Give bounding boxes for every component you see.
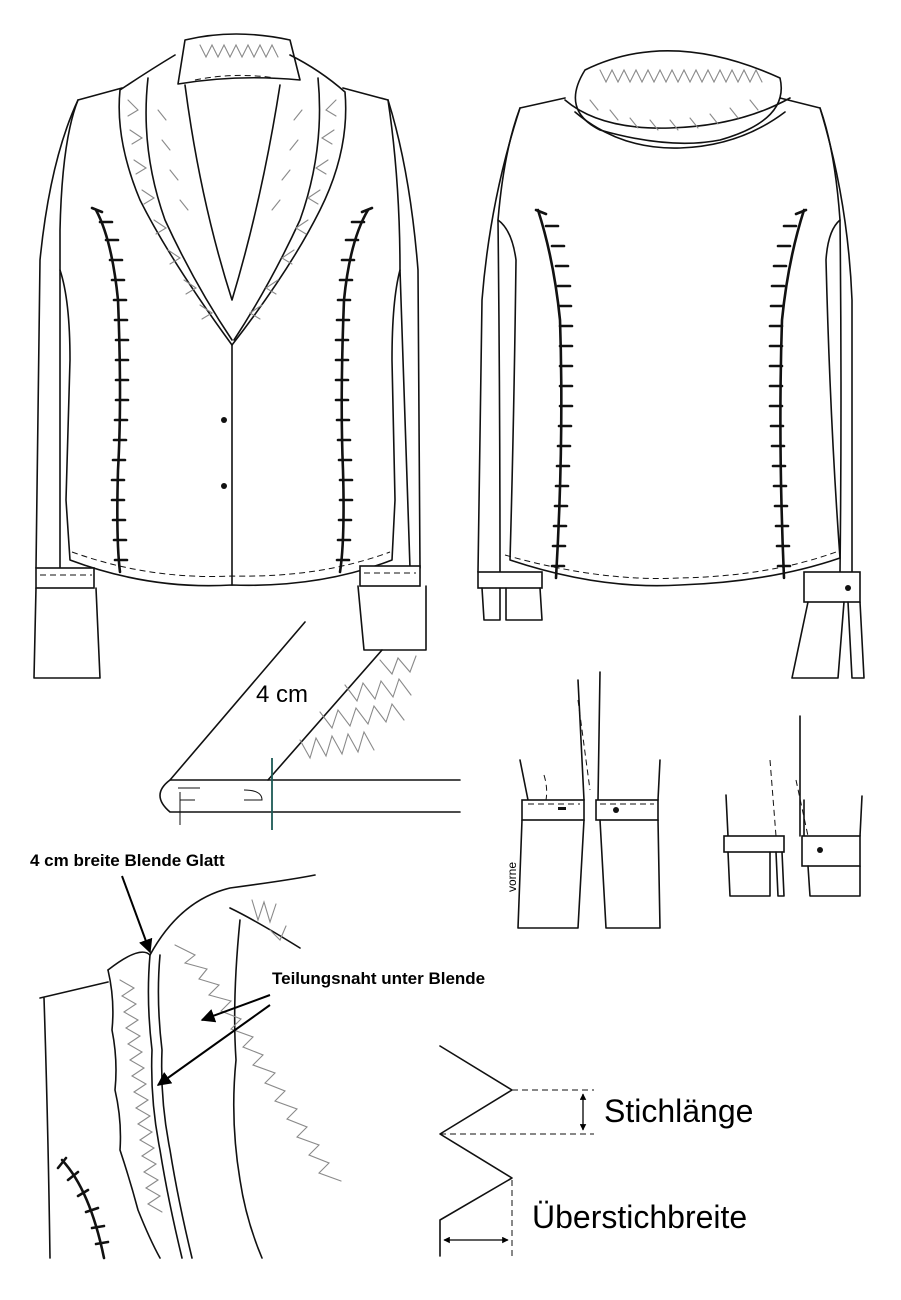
closeup-blende-strip-2 (157, 954, 193, 1259)
back-left-cuff-band (477, 571, 543, 589)
blende-fold (159, 779, 461, 813)
back-body-outline (497, 97, 841, 587)
cuff2-band-left (723, 835, 785, 853)
front-left-cuff-band (35, 567, 95, 589)
stitch-length-label: Stichlänge (604, 1093, 753, 1129)
closeup-collar-edge (107, 874, 316, 971)
right-lapel-ruffle (231, 54, 347, 346)
stitch-length-guides (440, 1089, 594, 1135)
front-right-cuff-flare (357, 585, 427, 651)
back-view-blouse (477, 50, 865, 679)
back-left-cuff-flare (481, 587, 543, 621)
seam-arrow-2 (156, 1004, 271, 1086)
button-2 (221, 483, 227, 489)
front-right-cuff-band (359, 565, 421, 587)
button-1 (221, 417, 227, 423)
closeup-body-edge (39, 981, 109, 1259)
cuff2-band-right (801, 835, 861, 867)
back-right-seam-stitch (779, 208, 806, 580)
blende-arrow (121, 875, 153, 954)
back-collar-ruffle (574, 50, 782, 145)
seam-label: Teilungsnaht unter Blende (272, 969, 485, 988)
closeup-ruffle-outer (107, 969, 161, 1259)
seam-arrow-1 (200, 994, 271, 1023)
front-left-seam-stitch (94, 208, 122, 574)
blende-strip-edges (169, 621, 383, 781)
closeup-ruffle-inner (232, 919, 263, 1259)
cuff-band-front (521, 799, 585, 821)
stitch-width-label: Überstichbreite (532, 1199, 747, 1235)
front-right-sleeve (387, 99, 421, 569)
back-right-cuff-flare (791, 601, 865, 679)
blende-label: 4 cm breite Blende Glatt (30, 851, 225, 870)
left-lapel-ruffle (118, 54, 233, 346)
vorne-label: vorne (505, 862, 519, 892)
back-right-sleeve (819, 107, 853, 573)
zigzag-line (439, 1045, 513, 1257)
front-view-blouse (33, 33, 427, 679)
lapel-closeup-detail (39, 874, 342, 1260)
back-left-seam-stitch (536, 208, 563, 580)
width-4cm-label: 4 cm (256, 681, 308, 708)
blende-fold-detail (159, 621, 461, 830)
cuff-band-back (595, 799, 659, 821)
annotation-arrows (121, 875, 271, 1086)
closeup-blende-strip-1 (147, 954, 183, 1259)
front-left-sleeve (35, 99, 79, 569)
front-left-cuff-flare (33, 587, 101, 679)
back-left-sleeve (477, 107, 521, 573)
front-right-seam-stitch (338, 208, 370, 574)
cuff-detail-1 (517, 671, 661, 929)
zigzag-stitch-diagram (439, 1045, 594, 1257)
back-right-cuff-band (803, 571, 861, 603)
cuff-detail-2 (723, 715, 863, 897)
front-collar-stand (177, 33, 301, 85)
